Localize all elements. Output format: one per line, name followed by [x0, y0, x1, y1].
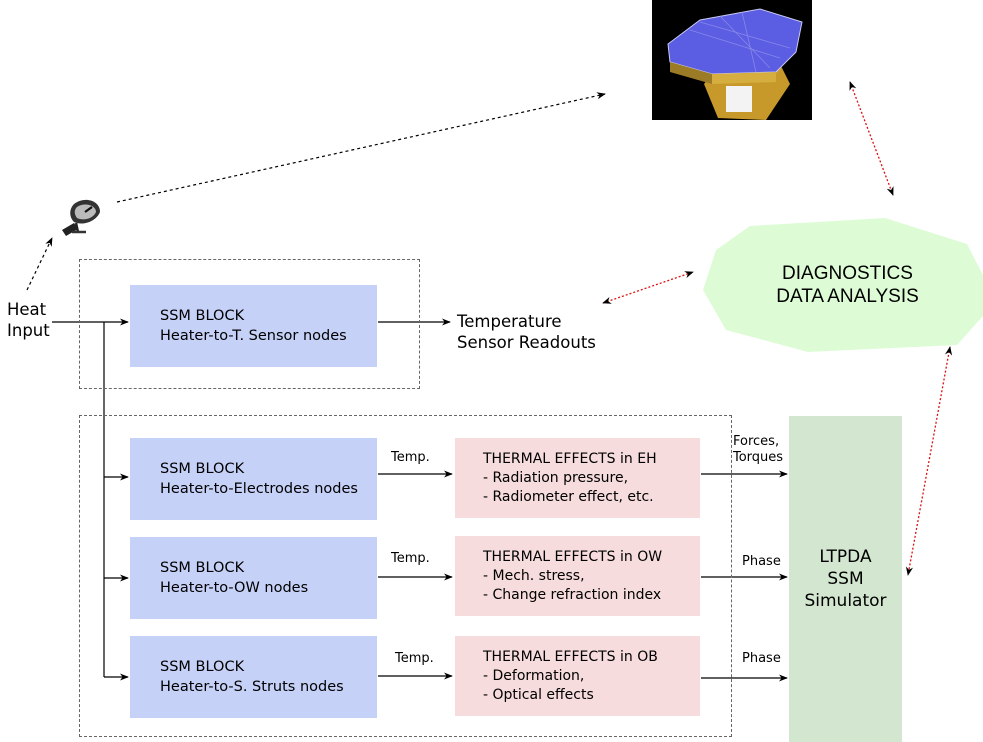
uplink-arrow	[116, 92, 606, 203]
output-label-ob: Phase	[742, 651, 781, 666]
sensor-group-box	[79, 259, 420, 389]
satellite-dish-icon	[62, 199, 100, 236]
link-spacecraft-diagnostics	[849, 81, 894, 196]
output-label-eh: Forces,Torques	[733, 434, 784, 465]
temp-label-eh: Temp.	[391, 450, 430, 465]
temp-label-ob: Temp.	[395, 651, 434, 666]
thermal-effects-ob: THERMAL EFFECTS in OB- Deformation,- Opt…	[455, 636, 700, 716]
spacecraft-image	[652, 0, 812, 120]
thermal-effects-eh: THERMAL EFFECTS in EH- Radiation pressur…	[455, 438, 700, 518]
thermal-effects-ow: THERMAL EFFECTS in OW- Mech. stress,- Ch…	[455, 536, 700, 616]
heat-to-antenna-arrow	[26, 237, 53, 291]
output-label-ow: Phase	[742, 554, 781, 569]
diagnostics-shape	[703, 218, 983, 352]
link-readout-diagnostics	[602, 271, 694, 304]
temp-label-ow: Temp.	[391, 551, 430, 566]
link-diagnostics-simulator	[905, 346, 953, 576]
effects-group-box	[79, 415, 732, 737]
